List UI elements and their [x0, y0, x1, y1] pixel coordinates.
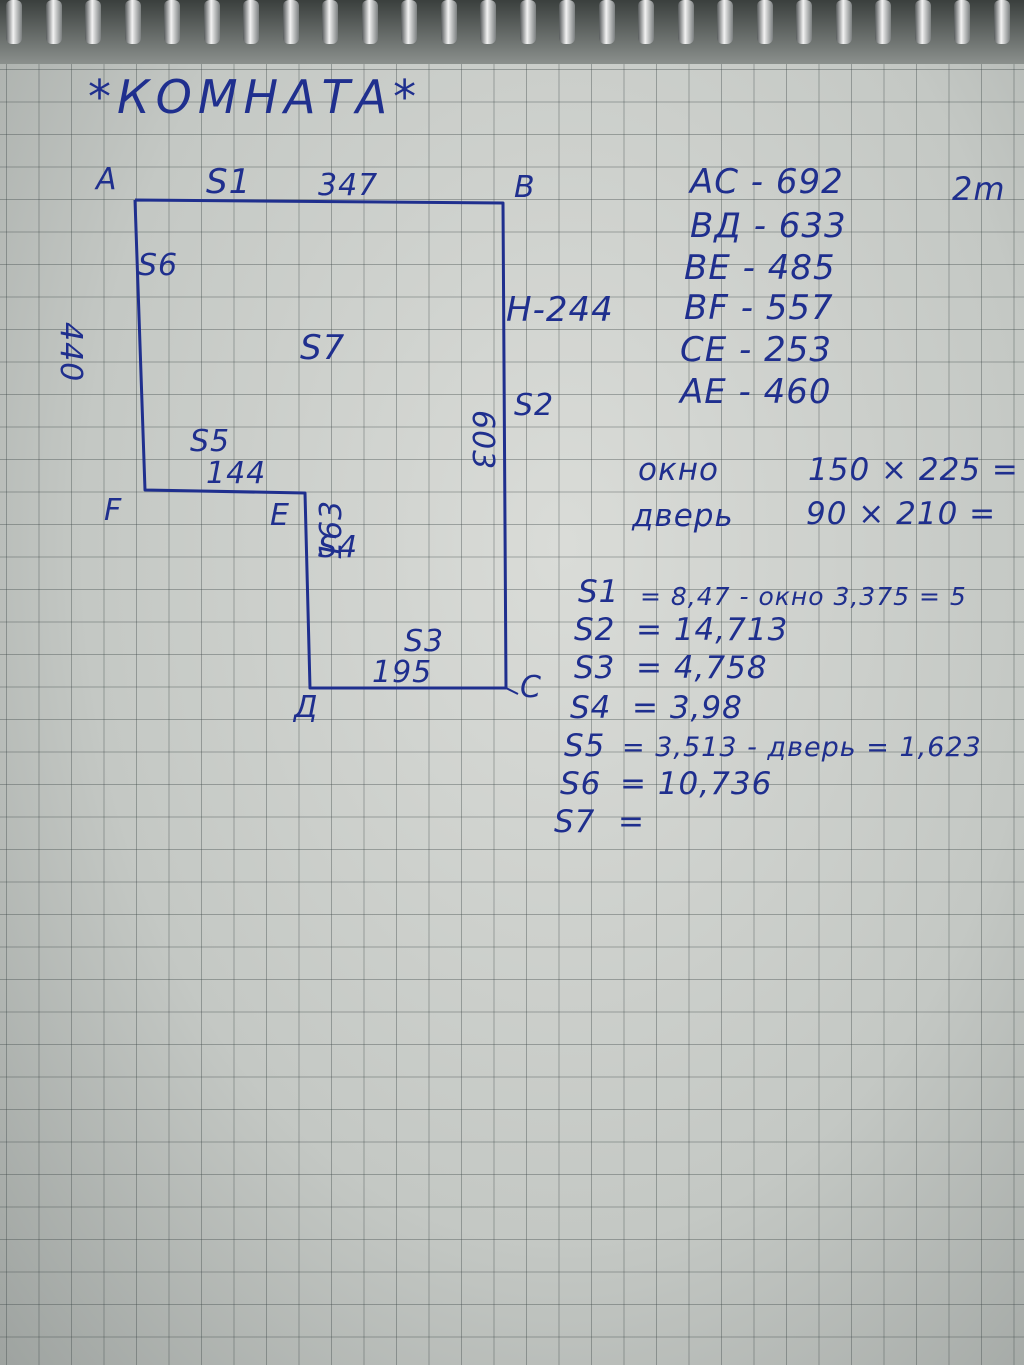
area-s7-label: S7	[554, 804, 596, 840]
corner-b-label: B	[514, 170, 536, 205]
measurement-bd: BД - 633	[690, 206, 847, 246]
spiral-coil	[677, 0, 694, 44]
corner-d-label: Д	[294, 690, 319, 725]
step-wall-length: 144	[206, 456, 267, 491]
spiral-coil	[440, 0, 457, 44]
measurement-ce: CE - 253	[680, 330, 833, 370]
area-s1-value: = 8,47 - окно 3,375 = 5	[640, 582, 967, 611]
room-outline	[133, 198, 508, 690]
spiral-coil	[835, 0, 852, 44]
area-s6-label: S6	[560, 766, 602, 802]
measurement-ac: AC - 692	[690, 162, 844, 202]
measurement-ae: AE - 460	[680, 372, 832, 412]
surface-s5-label: S5	[190, 424, 231, 459]
area-s5-value: = 3,513 - дверь = 1,623	[622, 732, 982, 763]
spiral-binding	[0, 0, 1024, 64]
surface-s3-label: S3	[404, 624, 445, 659]
area-s7-value: =	[618, 804, 645, 840]
page-title: *КОМНАТА*	[88, 70, 423, 124]
measurement-be: BE - 485	[684, 248, 836, 288]
right-wall-length: 603	[465, 410, 500, 471]
spiral-coil	[717, 0, 733, 44]
spiral-coil	[638, 0, 654, 44]
spiral-coil	[401, 0, 417, 44]
area-s2-label: S2	[574, 612, 616, 648]
surface-s6-label: S6	[138, 248, 179, 283]
spiral-coil	[875, 0, 891, 44]
spiral-coil	[203, 0, 220, 44]
surface-s1-label: S1	[206, 162, 252, 202]
spiral-coil	[124, 0, 141, 44]
surface-s4-label: S4	[318, 530, 359, 565]
spiral-coil	[954, 0, 970, 44]
spiral-coil	[45, 0, 62, 44]
left-wall-length: 440	[53, 322, 88, 383]
corner-c-label: C	[520, 670, 542, 705]
area-s4-value: = 3,98	[632, 690, 743, 726]
window-size: 150 × 225 =	[808, 452, 1019, 488]
ceiling-height: H-244	[506, 290, 614, 330]
area-s3-label: S3	[574, 650, 616, 686]
door-label: дверь	[632, 498, 734, 534]
spiral-coil	[164, 0, 180, 44]
area-s4-label: S4	[570, 690, 612, 726]
top-wall-length: 347	[318, 168, 379, 203]
spiral-coil	[322, 0, 338, 44]
spiral-coil	[480, 0, 496, 44]
surface-s2-label: S2	[514, 388, 555, 423]
spiral-coil	[559, 0, 575, 44]
door-size: 90 × 210 =	[806, 496, 997, 532]
spiral-coil	[993, 0, 1010, 44]
spiral-coil	[243, 0, 259, 44]
spiral-coil	[598, 0, 615, 44]
area-s1-label: S1	[578, 574, 620, 610]
spiral-coil	[361, 0, 378, 44]
window-label: окно	[638, 452, 719, 488]
corner-c-tick	[505, 687, 519, 695]
measurement-bf: BF - 557	[684, 288, 834, 328]
spiral-coil	[85, 0, 101, 44]
spiral-coil	[519, 0, 536, 44]
corner-f-label: F	[104, 493, 123, 528]
measurement-note: 2m	[952, 170, 1006, 208]
spiral-coil	[914, 0, 931, 44]
spiral-coil	[756, 0, 773, 44]
spiral-coil	[6, 0, 22, 44]
corner-a-label: A	[96, 162, 118, 197]
area-s6-value: = 10,736	[620, 766, 773, 802]
bottom-wall-length: 195	[372, 655, 433, 690]
surface-s7-label: S7	[300, 328, 346, 368]
area-s2-value: = 14,713	[636, 612, 789, 648]
spiral-coil	[282, 0, 299, 44]
corner-e-label: E	[270, 498, 290, 533]
spiral-coil	[796, 0, 812, 44]
area-s3-value: = 4,758	[636, 650, 768, 686]
area-s5-label: S5	[564, 728, 606, 764]
